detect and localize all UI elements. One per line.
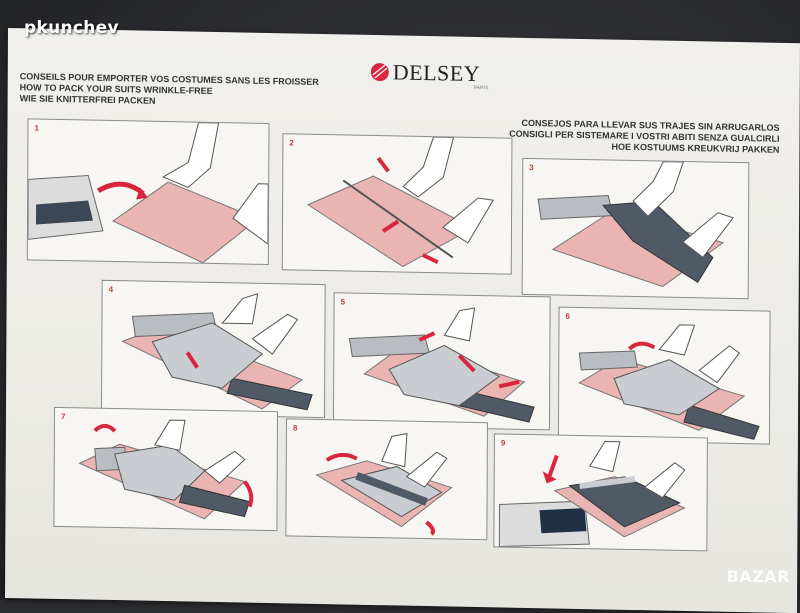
brand-name: DELSEY — [392, 59, 481, 87]
step-panel-2: 2 — [281, 133, 513, 275]
step-illustration — [498, 440, 686, 547]
step-panel-6: 6 — [557, 306, 771, 445]
step-panel-5: 5 — [332, 292, 551, 431]
step-illustration — [78, 419, 254, 520]
step-panel-8: 8 — [285, 418, 488, 541]
step-illustration — [307, 136, 494, 268]
brand-logo: DELSEY PARIS — [370, 59, 488, 91]
step-panel-9: 9 — [493, 433, 708, 552]
headings-right: CONSEJOS PARA LLEVAR SUS TRAJES SIN ARRU… — [509, 118, 779, 156]
brand-sub: PARIS — [473, 84, 489, 92]
step-illustration — [315, 433, 453, 536]
step-illustration — [121, 293, 313, 411]
step-illustration — [537, 161, 734, 288]
step-illustration — [27, 122, 269, 264]
step-panel-4: 4 — [100, 279, 326, 419]
headings-left: CONSEILS POUR EMPORTER VOS COSTUMES SANS… — [20, 71, 319, 110]
delsey-ball-icon — [370, 63, 389, 82]
step-panel-7: 7 — [53, 406, 279, 532]
step-panel-3: 3 — [521, 157, 750, 300]
step-illustration — [578, 324, 760, 440]
watermark-username: pkunchev — [24, 18, 119, 38]
step-panel-1: 1 — [26, 118, 270, 266]
step-illustration — [348, 307, 535, 423]
instruction-sheet: DELSEY PARIS CONSEILS POUR EMPORTER VOS … — [5, 28, 800, 613]
bazar-watermark: BAZAR — [726, 567, 790, 586]
